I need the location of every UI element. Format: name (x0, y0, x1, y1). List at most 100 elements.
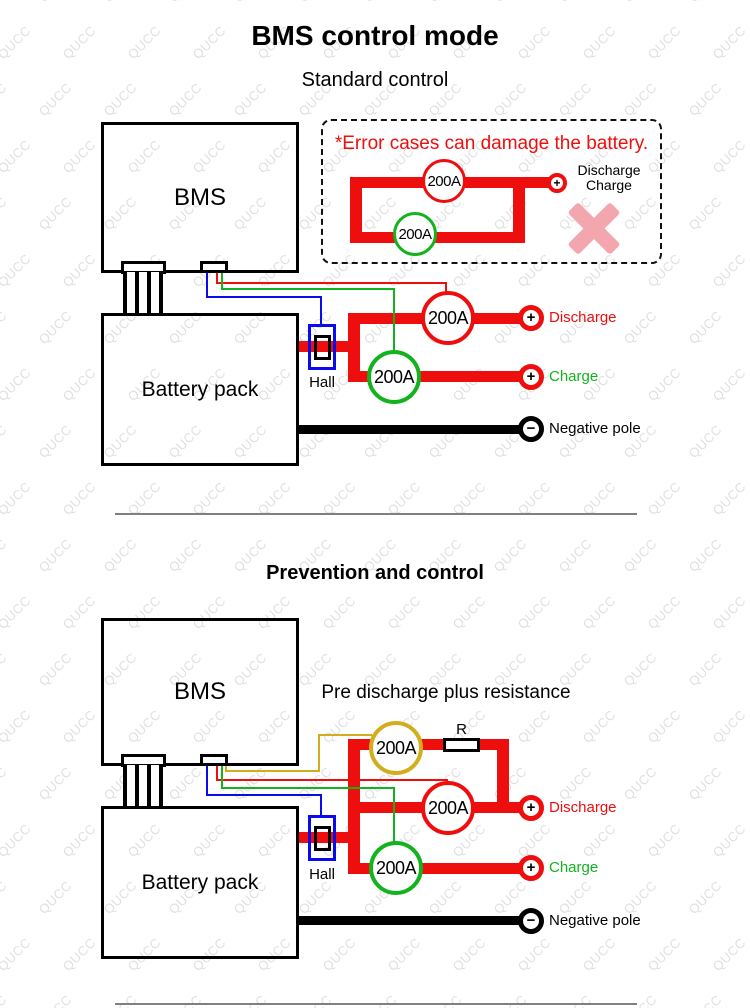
watermark-text: QUCC (101, 992, 140, 1008)
resistor (443, 738, 480, 752)
blue-signal-wire (206, 766, 208, 796)
blue-signal-wire (206, 273, 208, 298)
watermark-text: QUCC (0, 193, 10, 234)
watermark-text: QUCC (514, 934, 554, 975)
red-signal-wire (216, 282, 447, 284)
section-divider (115, 513, 637, 515)
bms-box: BMS (101, 122, 299, 273)
watermark-text: QUCC (59, 478, 99, 519)
watermark-text: QUCC (620, 763, 660, 804)
watermark-text: QUCC (709, 250, 749, 291)
watermark-text: QUCC (384, 592, 424, 633)
red-signal-wire (216, 779, 448, 781)
charge-wire (348, 371, 531, 382)
watermark-text: QUCC (709, 820, 749, 861)
watermark-text: QUCC (59, 592, 99, 633)
watermark-text: QUCC (491, 0, 530, 5)
breaker-value: 200A (375, 857, 417, 878)
watermark-text: QUCC (449, 934, 489, 975)
negative-terminal-label: Negative pole (549, 912, 641, 929)
watermark-text: QUCC (0, 250, 34, 291)
blue-signal-wire (320, 794, 322, 816)
watermark-text: QUCC (0, 136, 34, 177)
watermark-text: QUCC (296, 0, 335, 5)
watermark-text: QUCC (644, 364, 684, 405)
hall-sensor-core (314, 826, 331, 851)
watermark-text: QUCC (166, 992, 205, 1008)
watermark-text: QUCC (59, 820, 99, 861)
error-loop-wire (350, 232, 525, 243)
bms-battery-pins (123, 765, 163, 806)
charge-terminal-label: Charge (549, 859, 599, 876)
watermark-text: QUCC (426, 0, 465, 5)
watermark-text: QUCC (644, 934, 684, 975)
watermark-text: QUCC (621, 0, 660, 5)
watermark-text: QUCC (685, 307, 725, 348)
watermark-text: QUCC (35, 877, 75, 918)
watermark-text: QUCC (709, 592, 749, 633)
watermark-text: QUCC (59, 136, 99, 177)
standard-heading: Standard control (301, 69, 449, 91)
discharge-terminal-label: Discharge (549, 309, 617, 326)
error-loop-wire (350, 177, 362, 243)
watermark-text: QUCC (296, 992, 335, 1008)
watermark-text: QUCC (644, 820, 684, 861)
resistor-label: R (456, 721, 467, 738)
watermark-text: QUCC (0, 364, 34, 405)
watermark-text: QUCC (319, 592, 359, 633)
watermark-text: QUCC (0, 877, 10, 918)
watermark-text: QUCC (620, 307, 660, 348)
green-signal-wire (221, 288, 395, 290)
red-signal-wire (216, 273, 218, 283)
watermark-text: QUCC (686, 992, 725, 1008)
watermark-text: QUCC (59, 706, 99, 747)
watermark-text: QUCC (59, 934, 99, 975)
hall-label: Hall (309, 866, 335, 883)
discharge-terminal: + (518, 795, 544, 821)
predischarge-wire (348, 739, 509, 750)
watermark-text: QUCC (709, 478, 749, 519)
watermark-text: QUCC (0, 0, 10, 5)
bms-connector-small (200, 754, 228, 766)
discharge-breaker: 200A (421, 781, 475, 835)
error-discharge-breaker: 200A (422, 159, 466, 203)
breaker-value: 200A (427, 797, 469, 818)
negative-wire (296, 916, 531, 925)
yellow-signal-wire (225, 766, 227, 772)
watermark-text: QUCC (231, 992, 270, 1008)
prevention-heading: Prevention and control (266, 562, 484, 584)
charge-wire (348, 863, 531, 874)
watermark-text: QUCC (425, 877, 465, 918)
error-loop-wire (524, 177, 558, 188)
watermark-text: QUCC (556, 992, 595, 1008)
discharge-breaker: 200A (421, 291, 475, 345)
bms-box: BMS (101, 618, 299, 766)
watermark-text: QUCC (579, 820, 619, 861)
watermark-text: QUCC (579, 934, 619, 975)
blue-signal-wire (320, 296, 322, 326)
watermark-text: QUCC (0, 820, 34, 861)
bms-label: BMS (173, 678, 226, 705)
watermark-text: QUCC (0, 478, 34, 519)
watermark-text: QUCC (644, 706, 684, 747)
watermark-text: QUCC (36, 0, 75, 5)
watermark-text: QUCC (709, 934, 749, 975)
discharge-terminal-label: Discharge (549, 799, 617, 816)
watermark-text: QUCC (295, 877, 335, 918)
battery-feed-wire (296, 341, 352, 352)
watermark-text: QUCC (555, 763, 595, 804)
yellow-signal-wire (225, 770, 320, 772)
bus-bar (348, 313, 360, 382)
watermark-text: QUCC (709, 706, 749, 747)
watermark-text: QUCC (384, 934, 424, 975)
watermark-text: QUCC (35, 307, 75, 348)
watermark-text: QUCC (709, 364, 749, 405)
battery-feed-wire (296, 832, 352, 843)
watermark-text: QUCC (685, 877, 725, 918)
watermark-text: QUCC (35, 421, 75, 462)
watermark-text: QUCC (644, 592, 684, 633)
watermark-text: QUCC (0, 763, 10, 804)
watermark-text: QUCC (0, 706, 34, 747)
error-terminal-labels: Discharge Charge (570, 163, 648, 193)
